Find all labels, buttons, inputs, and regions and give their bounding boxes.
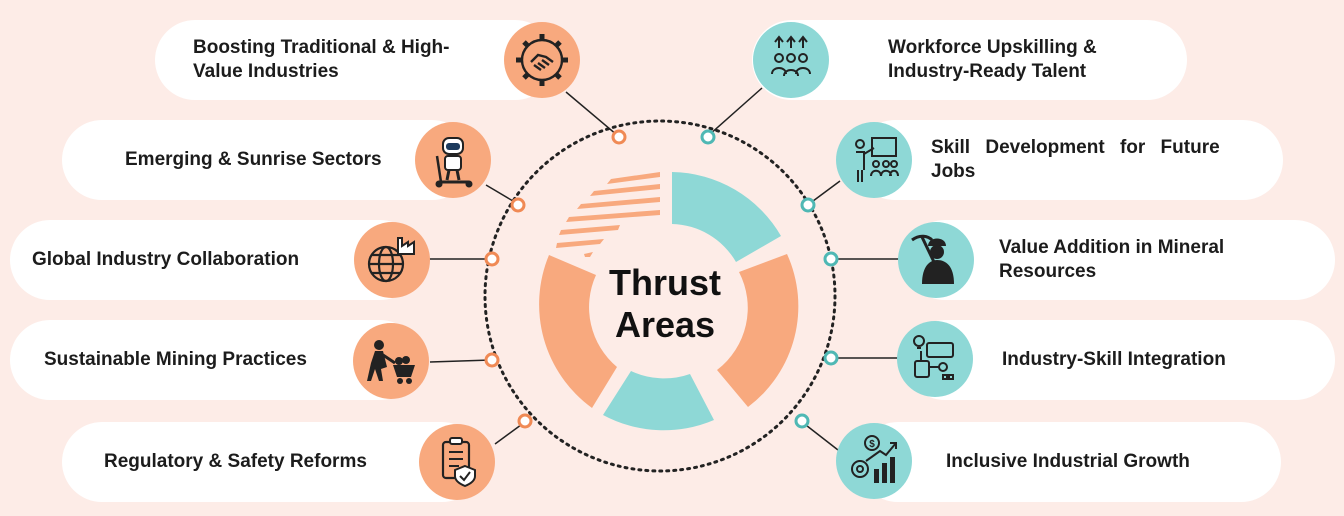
thrust-item-label: Inclusive Industrial Growth bbox=[946, 451, 1190, 472]
thrust-item-label: Emerging & Sunrise Sectors bbox=[125, 149, 382, 170]
thrust-item-regulatory-reforms: Regulatory & Safety Reforms bbox=[62, 422, 482, 502]
miner-cart-icon bbox=[353, 323, 429, 399]
thrust-item-label: Industry-Skill Integration bbox=[1002, 349, 1226, 370]
miner-pickaxe-icon bbox=[898, 222, 974, 298]
dotted-ring bbox=[483, 119, 837, 473]
center-title: Thrust Areas bbox=[560, 262, 770, 346]
donut-segment-right-orange bbox=[717, 254, 799, 407]
center-title-line2: Areas bbox=[614, 304, 716, 345]
thrust-item-label: Global Industry Collaboration bbox=[32, 249, 300, 270]
thrust-item-workforce-upskilling: Workforce Upskilling & Industry-Ready Ta… bbox=[752, 20, 1187, 100]
thrust-item-label: Skill Development for Future Jobs bbox=[931, 137, 1220, 182]
handshake-gear-icon bbox=[504, 22, 580, 98]
thrust-item-boosting-traditional: Boosting Traditional & High-Value Indust… bbox=[155, 20, 555, 100]
globe-factory-icon bbox=[354, 222, 430, 298]
thrust-item-industry-skill-integration: Industry-Skill Integration bbox=[905, 320, 1335, 400]
donut-segment-bottom-teal bbox=[603, 371, 714, 431]
thrust-item-skill-development: Skill Development for Future Jobs bbox=[855, 120, 1283, 200]
thrust-item-emerging-sectors: Emerging & Sunrise Sectors bbox=[62, 120, 472, 200]
lightbulb-process-icon bbox=[897, 321, 973, 397]
connector-dots bbox=[484, 129, 839, 429]
thrust-item-sustainable-mining: Sustainable Mining Practices bbox=[10, 320, 420, 400]
hatched-segment bbox=[556, 172, 660, 257]
donut-ring bbox=[539, 172, 799, 431]
presentation-team-icon bbox=[836, 122, 912, 198]
growth-chart-gear-icon: $ bbox=[836, 423, 912, 499]
svg-text:$: $ bbox=[869, 439, 875, 450]
thrust-item-label: Regulatory & Safety Reforms bbox=[104, 451, 367, 472]
thrust-item-label: Boosting Traditional & High-Value Indust… bbox=[193, 37, 450, 82]
right-connectors bbox=[708, 87, 901, 451]
thrust-item-mineral-value-addition: Value Addition in Mineral Resources bbox=[905, 220, 1335, 300]
people-arrows-icon bbox=[753, 22, 829, 98]
center-title-line1: Thrust bbox=[609, 262, 721, 303]
thrust-item-global-collaboration: Global Industry Collaboration bbox=[10, 220, 420, 300]
thrust-item-label: Sustainable Mining Practices bbox=[44, 349, 307, 370]
thrust-item-label: Workforce Upskilling & Industry-Ready Ta… bbox=[888, 37, 1097, 82]
robot-scooter-icon bbox=[415, 122, 491, 198]
thrust-item-inclusive-growth: Inclusive Industrial Growth bbox=[858, 422, 1281, 502]
donut-segment-left-orange bbox=[539, 255, 617, 408]
donut-segment-top-teal bbox=[672, 172, 781, 262]
thrust-item-label: Value Addition in Mineral Resources bbox=[999, 237, 1225, 282]
checklist-shield-icon bbox=[419, 424, 495, 500]
